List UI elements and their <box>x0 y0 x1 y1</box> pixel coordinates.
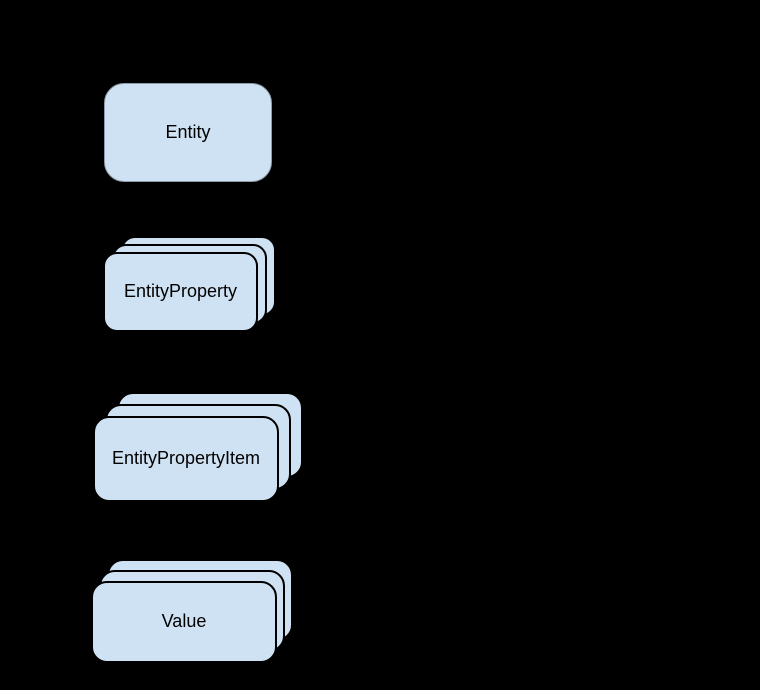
node-label-value: Value <box>161 611 207 632</box>
node-entity-property: EntityProperty <box>103 236 276 332</box>
node-value: Value <box>91 559 293 663</box>
node-box-entity-property: EntityProperty <box>103 252 258 332</box>
node-label-entity: Entity <box>165 121 211 142</box>
node-box-value: Value <box>91 581 277 663</box>
node-entity-property-item: EntityPropertyItem <box>93 392 303 502</box>
node-label-entity-property: EntityProperty <box>123 281 238 302</box>
node-box-entity: Entity <box>104 83 272 182</box>
node-label-entity-property-item: EntityPropertyItem <box>111 448 261 469</box>
node-entity: Entity <box>104 83 272 182</box>
node-box-entity-property-item: EntityPropertyItem <box>93 416 279 502</box>
